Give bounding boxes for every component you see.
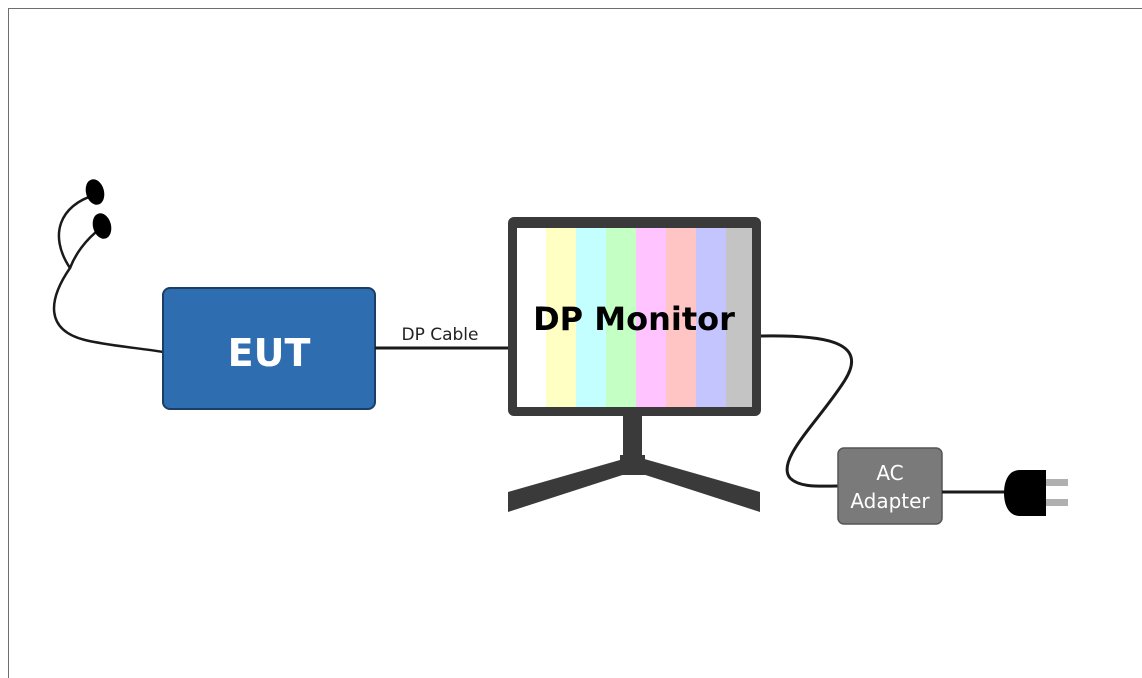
monitor-stand bbox=[508, 414, 760, 512]
diagram-frame bbox=[8, 8, 1142, 678]
earphones-icon bbox=[52, 179, 164, 354]
dp-monitor: DP Monitor bbox=[508, 217, 761, 416]
eut-box: EUT bbox=[162, 287, 376, 410]
dp-cable: DP Cable bbox=[375, 325, 510, 350]
monitor-power-cable bbox=[760, 334, 853, 488]
color-bars bbox=[517, 228, 752, 407]
ac-adapter: AC Adapter bbox=[837, 447, 943, 525]
monitor-label: DP Monitor bbox=[533, 300, 735, 338]
adapter-label-line1: AC bbox=[876, 461, 903, 485]
eut-label: EUT bbox=[228, 331, 311, 375]
power-plug-icon bbox=[1004, 470, 1068, 516]
dp-cable-label: DP Cable bbox=[401, 325, 478, 345]
adapter-label-line2: Adapter bbox=[850, 489, 930, 513]
